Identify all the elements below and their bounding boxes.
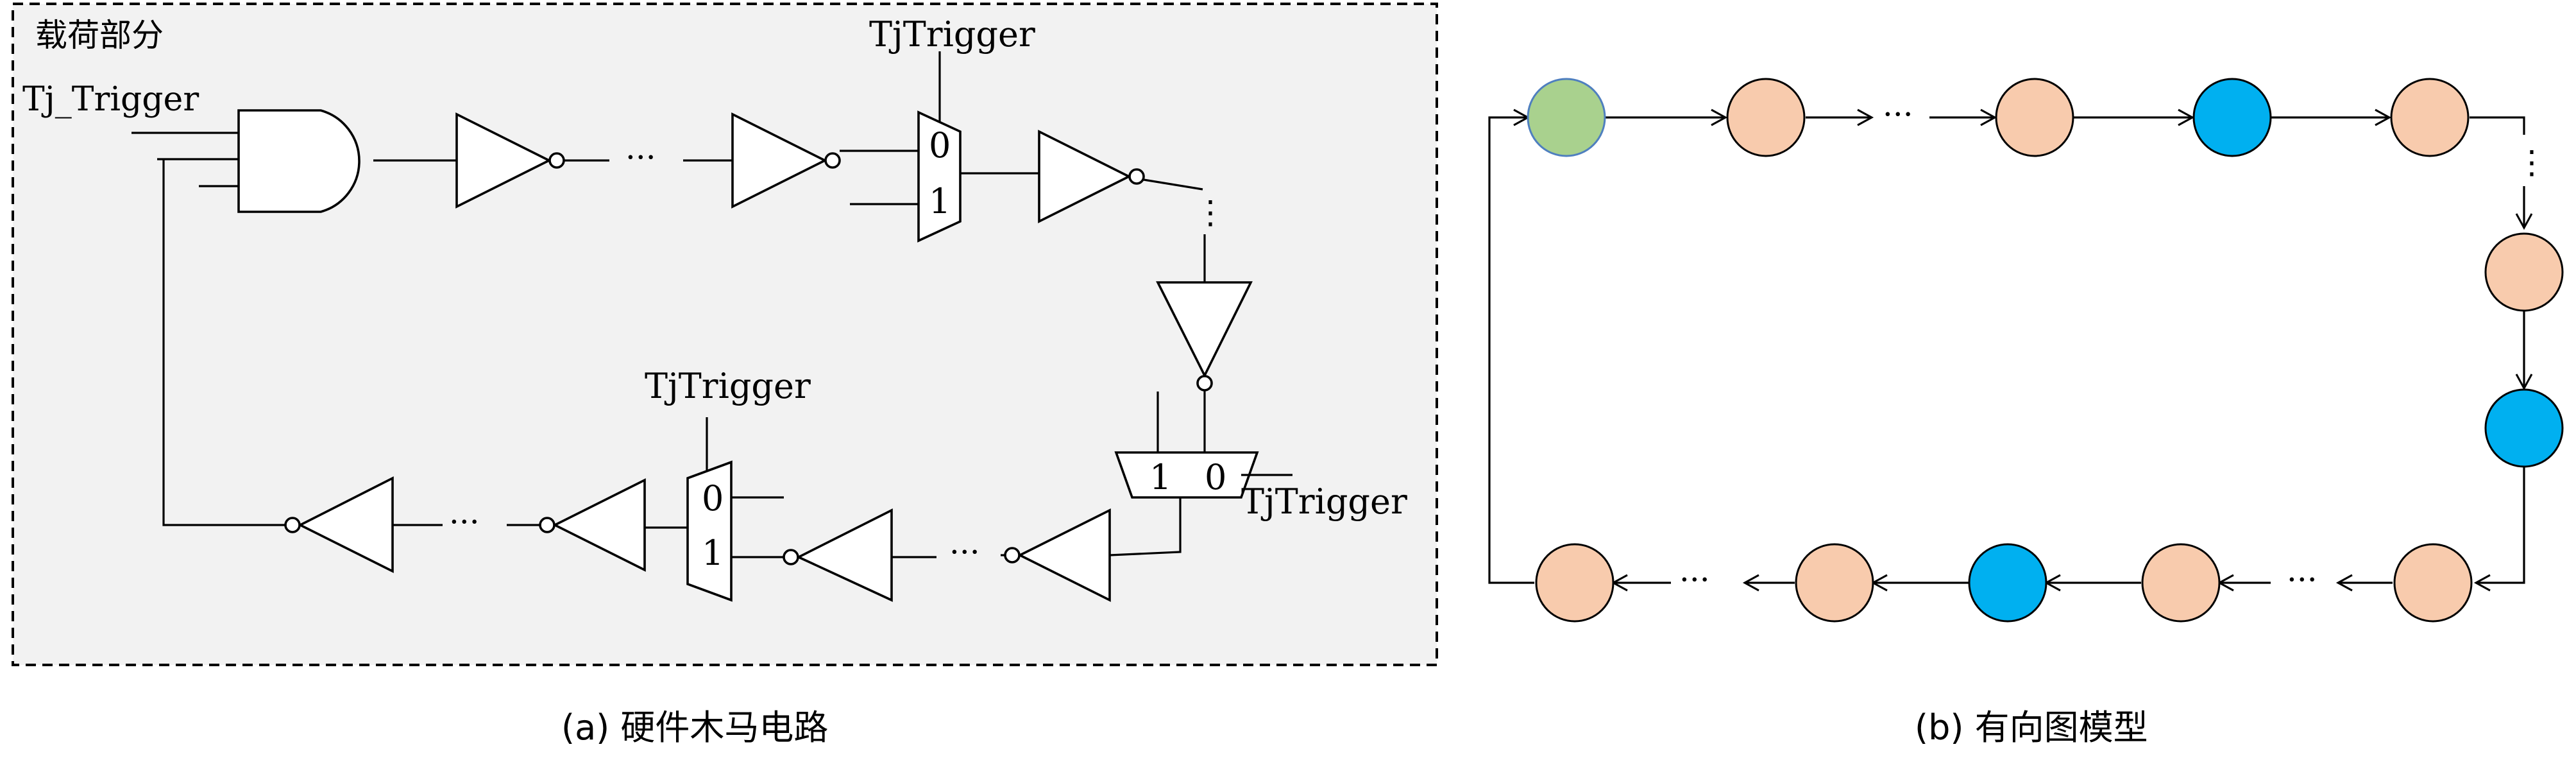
and-gate (237, 109, 360, 213)
bottom-ellipsis-right: ··· (949, 533, 980, 571)
graph-node-right-2-trojan (2484, 388, 2564, 468)
bottom-right-mux: 1 0 (1114, 451, 1259, 499)
bottom-mux-in0-label: 0 (702, 478, 724, 519)
tj-trigger-input-label: Tj_Trigger (22, 80, 199, 119)
bottom-ellipsis-left: ··· (449, 503, 480, 540)
return-edge (1488, 108, 1534, 584)
graph-node-top-3-trojan (2192, 78, 2272, 157)
top-mux-in0-label: 0 (929, 125, 951, 166)
graph-node-bottom-1 (2393, 543, 2473, 623)
panel-a-hardware-trojan-circuit: 载荷部分 Tj_Trigger ··· 0 1 TjTrigg (12, 3, 1438, 748)
top-ellipsis: ··· (625, 139, 656, 176)
panel-b-caption: (b) 有向图模型 (1915, 707, 2148, 748)
graph-node-bottom-2 (2141, 543, 2221, 623)
top-inverter-3 (1038, 130, 1145, 223)
graph-bottom-ellipsis-left: ··· (1679, 561, 1710, 598)
right-mux-in1-label: 1 (1149, 457, 1171, 497)
down-inverter (1156, 281, 1253, 392)
graph-node-bottom-5 (1535, 543, 1614, 623)
bottom-inverter-3 (539, 478, 646, 572)
bottom-mux: 0 1 (686, 460, 733, 602)
graph-node-bottom-3-trojan (1968, 543, 2047, 623)
graph-top-ellipsis: ··· (1883, 96, 1913, 133)
top-mux: 0 1 (917, 110, 962, 243)
graph-node-bottom-4 (1795, 543, 1874, 623)
graph-node-right-1 (2484, 232, 2564, 312)
graph-node-top-1 (1726, 78, 1806, 157)
top-inverter-2 (731, 112, 841, 209)
panel-a-caption: (a) 硬件木马电路 (561, 707, 828, 748)
right-mux-select-label: TjTrigger (1241, 481, 1407, 522)
graph-node-top-4 (2390, 78, 2470, 157)
panel-b-directed-graph: ··· ⋮ ··· ··· (b) 有向图模型 (1488, 78, 2564, 748)
graph-bottom-ellipsis-right: ··· (2287, 561, 2318, 598)
graph-node-top-2 (1995, 78, 2074, 157)
top-mux-in1-label: 1 (929, 181, 951, 221)
bottom-mux-select-label: TjTrigger (645, 366, 811, 406)
payload-region-label: 载荷部分 (35, 17, 164, 54)
bottom-inverter-4 (284, 476, 394, 573)
right-vertical-ellipsis: ⋮ (1194, 194, 1226, 231)
top-mux-select-label: TjTrigger (869, 14, 1035, 55)
top-inverter-1 (455, 112, 565, 209)
graph-node-start (1527, 78, 1606, 157)
bottom-mux-in1-label: 1 (702, 533, 724, 573)
right-mux-in0-label: 0 (1205, 457, 1226, 497)
graph-right-vertical-ellipsis: ⋮ (2516, 144, 2548, 181)
